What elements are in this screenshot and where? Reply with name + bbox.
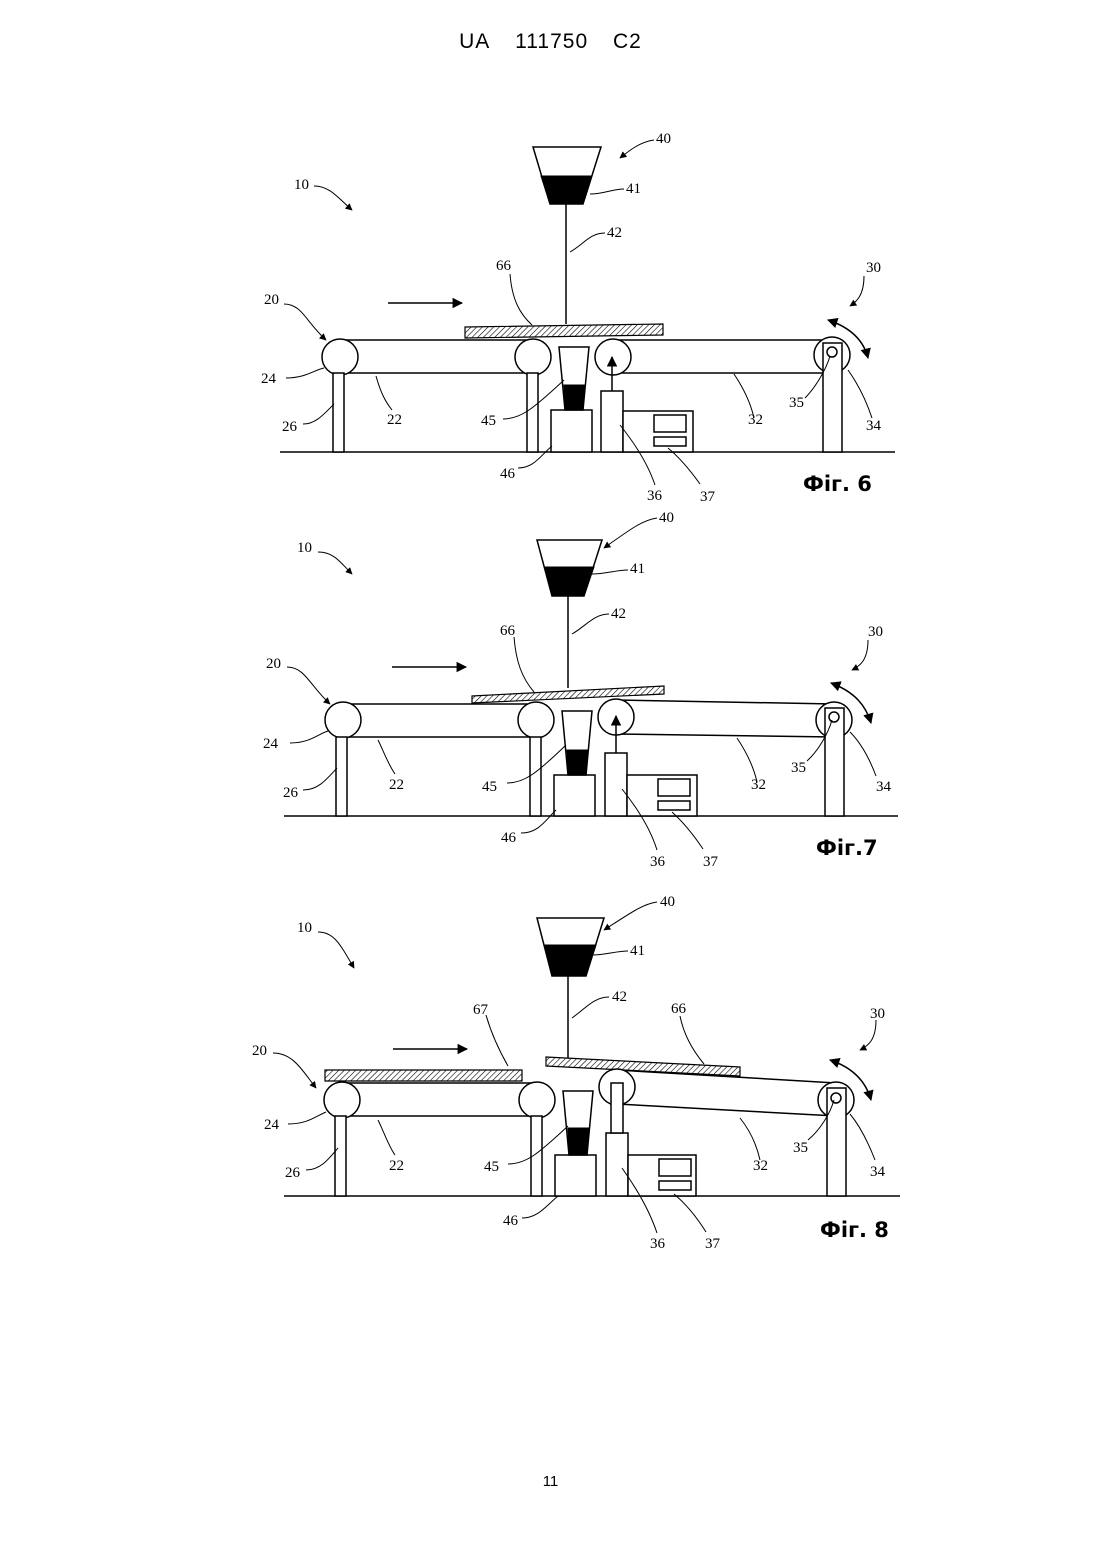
roller	[595, 339, 631, 375]
label-36: 36	[647, 488, 663, 504]
figure-caption: Фіг. 8	[820, 1218, 889, 1242]
label-42: 42	[607, 225, 622, 241]
label-45: 45	[481, 413, 496, 429]
label-34: 34	[866, 418, 882, 434]
product-layer-next	[325, 1070, 522, 1081]
support-leg	[527, 373, 538, 452]
roller	[518, 702, 554, 738]
roller	[325, 702, 361, 738]
first-conveyor	[322, 339, 551, 452]
label-66: 66	[500, 623, 516, 639]
label-45: 45	[482, 779, 497, 795]
support-leg	[336, 737, 347, 816]
label-66: 66	[671, 1001, 687, 1017]
pivot-axis	[829, 712, 839, 722]
actuator	[606, 1133, 628, 1196]
label-67: 67	[473, 1002, 489, 1018]
label-36: 36	[650, 854, 666, 870]
roller	[515, 339, 551, 375]
label-45: 45	[484, 1159, 499, 1175]
dispenser-base	[555, 1155, 596, 1196]
label-40: 40	[660, 894, 675, 910]
figure-7: 40 41 10 42 66 30 20 24 22 26 45 46 36 3…	[263, 510, 898, 870]
label-30: 30	[866, 260, 881, 276]
label-30: 30	[868, 624, 883, 640]
actuator	[601, 391, 623, 452]
label-34: 34	[876, 779, 892, 795]
label-26: 26	[282, 419, 298, 435]
label-37: 37	[700, 489, 716, 505]
label-41: 41	[630, 561, 645, 577]
label-26: 26	[285, 1165, 301, 1181]
roller	[519, 1082, 555, 1118]
label-40: 40	[659, 510, 674, 526]
label-46: 46	[503, 1213, 519, 1229]
product-layer	[546, 1057, 740, 1076]
label-46: 46	[501, 830, 517, 846]
label-34: 34	[870, 1164, 886, 1180]
label-22: 22	[389, 777, 404, 793]
label-41: 41	[626, 181, 641, 197]
pivot-axis	[827, 347, 837, 357]
hopper	[537, 918, 604, 976]
actuator	[605, 753, 627, 816]
roller	[324, 1082, 360, 1118]
label-32: 32	[748, 412, 763, 428]
support-leg	[333, 373, 344, 452]
label-20: 20	[264, 292, 279, 308]
label-32: 32	[753, 1158, 768, 1174]
figure-6: 40 41 10 42 66 30 20 24 22 26 45 46 36 3…	[261, 131, 895, 505]
page-number: 11	[0, 1473, 1101, 1490]
label-22: 22	[389, 1158, 404, 1174]
label-40: 40	[656, 131, 671, 147]
label-37: 37	[703, 854, 719, 870]
label-42: 42	[612, 989, 627, 1005]
label-10: 10	[294, 177, 309, 193]
label-35: 35	[789, 395, 804, 411]
product-layer	[465, 324, 663, 338]
support-leg	[335, 1116, 346, 1196]
label-26: 26	[283, 785, 299, 801]
first-conveyor	[325, 702, 554, 816]
label-24: 24	[263, 736, 279, 752]
pivot-mount	[823, 343, 842, 452]
pivot-mount	[825, 708, 844, 816]
first-conveyor	[324, 1082, 555, 1196]
label-66: 66	[496, 258, 512, 274]
label-10: 10	[297, 920, 312, 936]
label-42: 42	[611, 606, 626, 622]
label-24: 24	[264, 1117, 280, 1133]
label-20: 20	[266, 656, 281, 672]
hopper	[533, 147, 601, 204]
figure-8: 40 41 10 42 67 66 30 20 24 22 26 45 46 3…	[252, 894, 900, 1252]
label-46: 46	[500, 466, 516, 482]
dispenser-base	[554, 775, 595, 816]
label-30: 30	[870, 1006, 885, 1022]
label-10: 10	[297, 540, 312, 556]
roller	[322, 339, 358, 375]
label-37: 37	[705, 1236, 721, 1252]
label-35: 35	[793, 1140, 808, 1156]
label-22: 22	[387, 412, 402, 428]
hopper	[537, 540, 602, 596]
support-leg	[530, 737, 541, 816]
figure-caption: Фіг.7	[816, 836, 878, 860]
label-24: 24	[261, 371, 277, 387]
pivot-axis	[831, 1093, 841, 1103]
label-36: 36	[650, 1236, 666, 1252]
label-32: 32	[751, 777, 766, 793]
figure-caption: Фіг. 6	[803, 472, 872, 496]
label-41: 41	[630, 943, 645, 959]
label-35: 35	[791, 760, 806, 776]
label-20: 20	[252, 1043, 267, 1059]
pivot-mount	[827, 1088, 846, 1196]
dispenser-base	[551, 410, 592, 452]
